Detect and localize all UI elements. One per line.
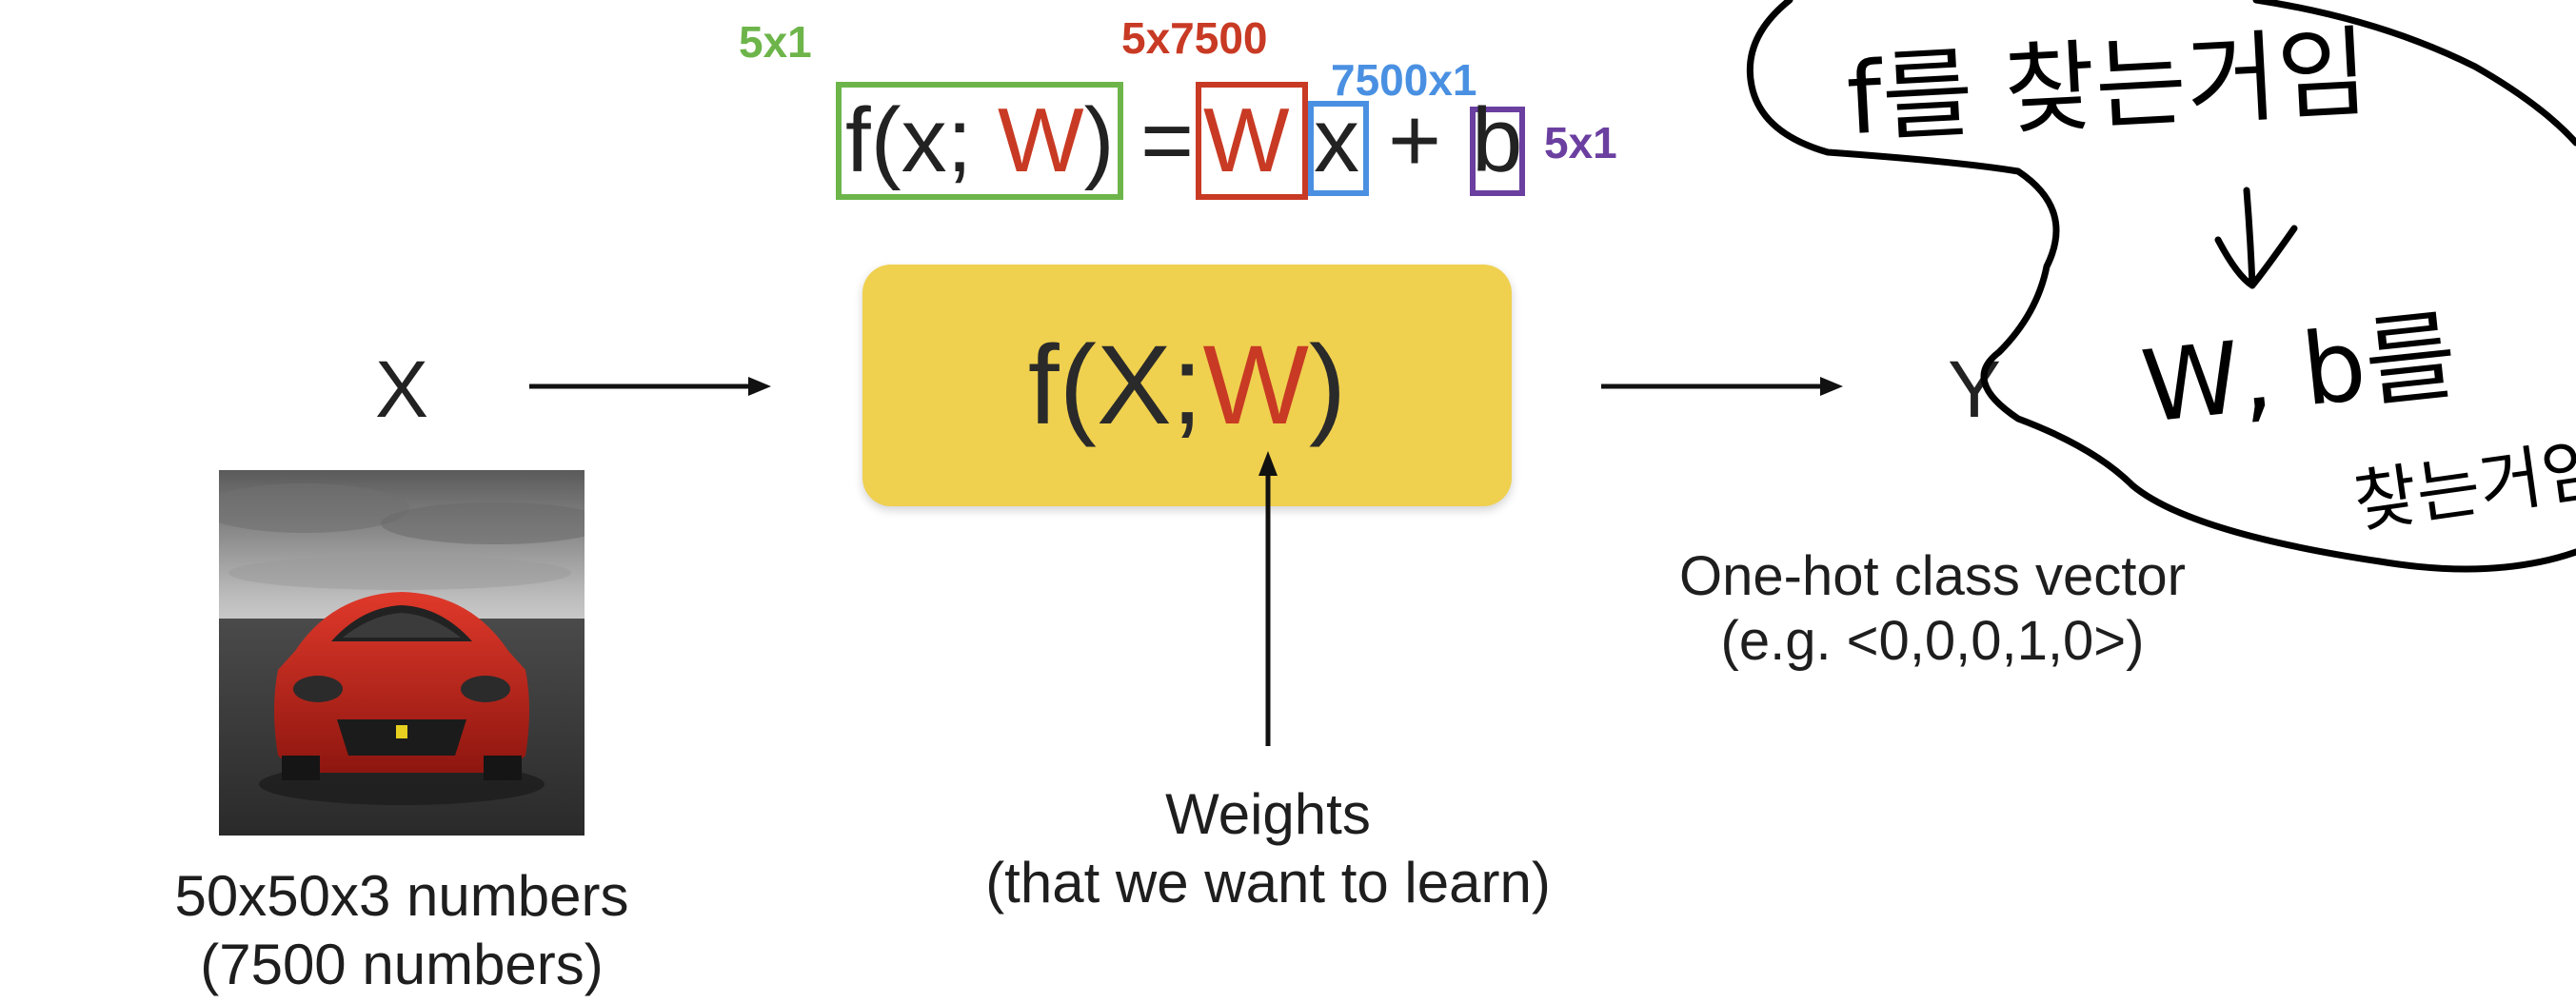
equation-bias: b bbox=[1472, 89, 1523, 191]
input-arrow-head bbox=[748, 377, 771, 396]
input-symbol: X bbox=[375, 344, 429, 434]
output-caption: One-hot class vector (e.g. <0,0,0,1,0>) bbox=[1599, 544, 2266, 674]
input-caption-line2: (7500 numbers) bbox=[200, 933, 604, 996]
input-caption: 50x50x3 numbers (7500 numbers) bbox=[116, 862, 687, 999]
output-dimension-label: 5x1 bbox=[739, 17, 812, 67]
weight-dimension-label: 5x7500 bbox=[1121, 13, 1268, 63]
annotation-down-arrow bbox=[2214, 187, 2298, 289]
equation-lhs-weight: W bbox=[997, 89, 1084, 191]
car-image bbox=[219, 470, 585, 836]
weights-caption-line1: Weights bbox=[1165, 782, 1371, 846]
bias-highlight-box bbox=[1470, 107, 1525, 196]
handwriting-line2: W, b를 bbox=[2136, 297, 2463, 445]
output-highlight-box bbox=[836, 82, 1123, 200]
output-arrow-head bbox=[1820, 377, 1843, 396]
output-caption-line1: One-hot class vector bbox=[1679, 545, 2186, 607]
equation-equals: = bbox=[1140, 89, 1195, 191]
weights-caption: Weights (that we want to learn) bbox=[840, 780, 1696, 917]
output-caption-line2: (e.g. <0,0,0,1,0>) bbox=[1720, 610, 2145, 672]
handwriting-line3: 찾는거임 bbox=[2348, 427, 2576, 543]
equation-plus: + bbox=[1388, 89, 1442, 191]
equation-weight: W bbox=[1203, 89, 1290, 191]
equation-input: x bbox=[1314, 89, 1359, 191]
handwriting-line1: f를 찾는거임 bbox=[1844, 13, 2371, 158]
function-block: f(X; W) bbox=[862, 265, 1512, 506]
input-caption-line1: 50x50x3 numbers bbox=[174, 864, 629, 928]
output-symbol: Y bbox=[1948, 344, 2002, 434]
equation-lhs: f(x; W) bbox=[845, 89, 1115, 191]
input-dimension-label: 7500x1 bbox=[1331, 55, 1477, 105]
weight-highlight-box bbox=[1196, 82, 1308, 200]
bias-dimension-label: 5x1 bbox=[1544, 118, 1617, 167]
weights-caption-line2: (that we want to learn) bbox=[985, 851, 1551, 914]
function-weight: W bbox=[1202, 323, 1309, 448]
input-highlight-box bbox=[1308, 101, 1369, 196]
